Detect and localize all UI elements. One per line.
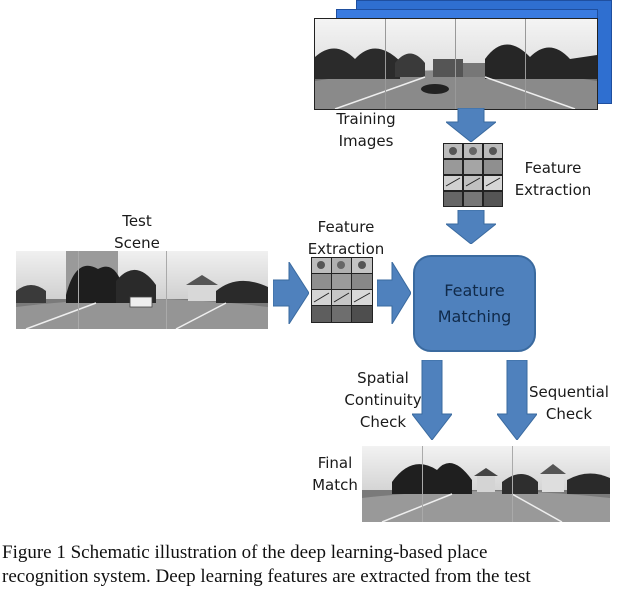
arrow-down-icon [446,210,496,244]
final-match-panorama [362,446,610,522]
training-images-label: Training Images [336,110,396,150]
arrow-right-icon [377,262,411,324]
feature-matching-box: Feature Matching [413,255,536,352]
caption-line-2: recognition system. Deep learning featur… [2,566,531,587]
test-scene-panorama [16,251,268,329]
arrow-down-icon [412,360,452,440]
arrow-down-icon [497,360,537,440]
feature-grid-left [311,257,373,323]
training-panorama [314,18,598,110]
figure-caption: Figure 1 Schematic illustration of the d… [2,541,618,589]
test-scene-label: Test Scene [114,212,160,252]
caption-line-1: Figure 1 Schematic illustration of the d… [2,542,488,563]
feature-extraction-left-label: Feature Extraction [307,218,385,258]
feature-grid-top [443,143,503,207]
feature-extraction-top-label: Feature Extraction [514,159,592,199]
feature-matching-label: Feature Matching [437,280,512,326]
final-match-label: Final Match [312,454,358,494]
arrow-right-icon [273,262,309,324]
sequential-check-label: Sequential Check [529,383,609,423]
spatial-check-label: Spatial Continuity Check [344,369,422,431]
arrow-down-icon [446,108,496,142]
training-image-stack [314,0,614,110]
